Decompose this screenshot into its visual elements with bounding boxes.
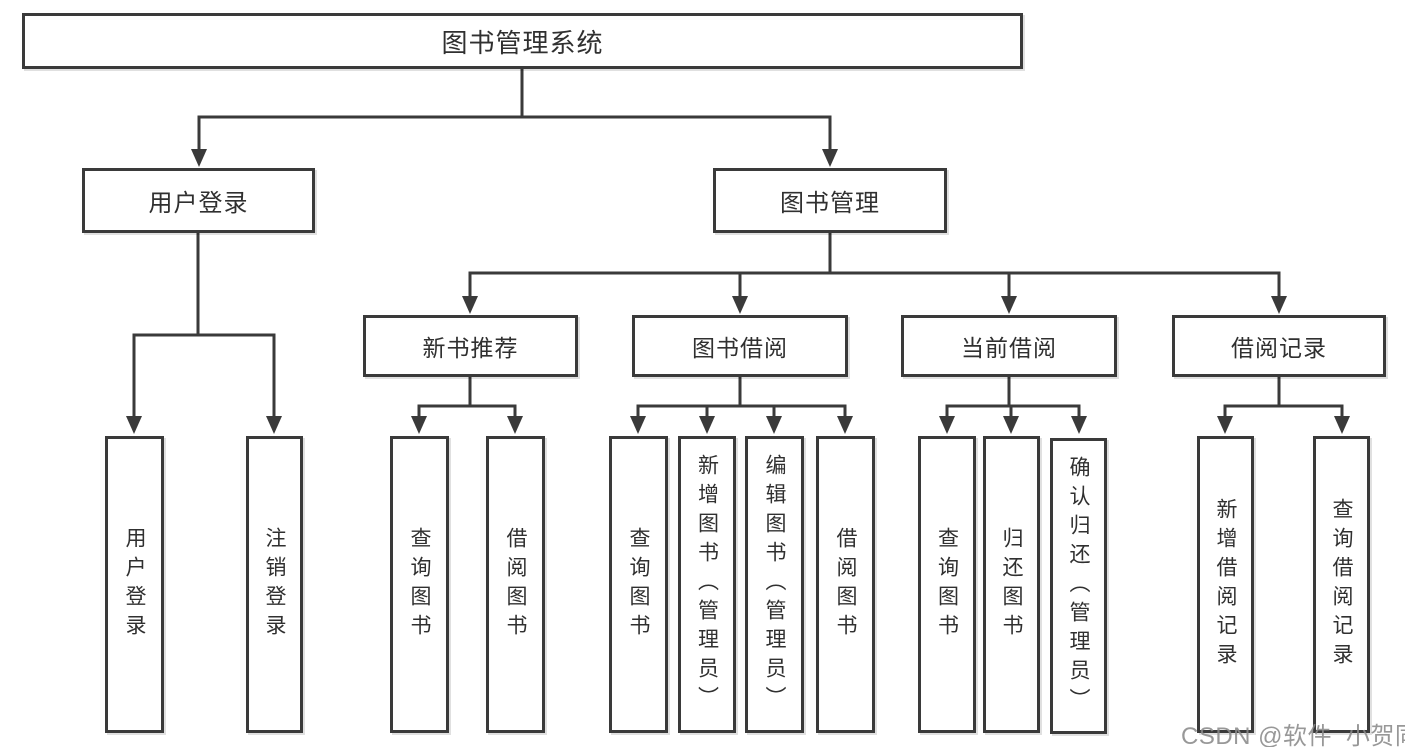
node-new-book-recommendation: 新书推荐 (363, 315, 578, 377)
node-user-login: 用户登录 (82, 168, 315, 233)
leaf-add-borrow-record: 新增借阅记录 (1197, 436, 1254, 733)
csdn-watermark: CSDN @软件_小贺同学 (1181, 723, 1405, 747)
node-label: 图书管理 (780, 190, 880, 217)
leaf-user-login: 用户登录 (105, 436, 164, 733)
node-current-borrowing: 当前借阅 (901, 315, 1117, 377)
node-label: 图书管理系统 (441, 27, 604, 58)
leaf-borrow-books-borrowing: 借阅图书 (816, 436, 875, 733)
node-label: 借阅记录 (1231, 335, 1327, 361)
node-label: 用户登录 (148, 190, 249, 217)
leaf-query-books-current: 查询图书 (918, 436, 976, 733)
leaf-borrow-books-recommend: 借阅图书 (486, 436, 545, 733)
arrowhead-icons (126, 149, 1350, 434)
node-borrowing-records: 借阅记录 (1172, 315, 1386, 377)
node-library-management-system: 图书管理系统 (22, 13, 1023, 69)
leaf-edit-book-admin: 编辑图书（管理员） (745, 436, 804, 733)
node-book-borrowing: 图书借阅 (632, 315, 848, 377)
leaf-query-books-borrowing: 查询图书 (609, 436, 668, 733)
leaf-confirm-return-admin: 确认归还（管理员） (1050, 438, 1107, 734)
leaf-logout: 注销登录 (246, 436, 303, 733)
node-label: 新书推荐 (422, 335, 519, 361)
leaf-return-books: 归还图书 (983, 436, 1040, 733)
leaf-add-book-admin: 新增图书（管理员） (678, 436, 736, 733)
node-book-management: 图书管理 (713, 168, 947, 233)
node-label: 当前借阅 (961, 335, 1057, 361)
node-label: 图书借阅 (692, 335, 788, 361)
leaf-query-books-recommend: 查询图书 (390, 436, 449, 733)
leaf-query-borrow-record: 查询借阅记录 (1313, 436, 1370, 733)
